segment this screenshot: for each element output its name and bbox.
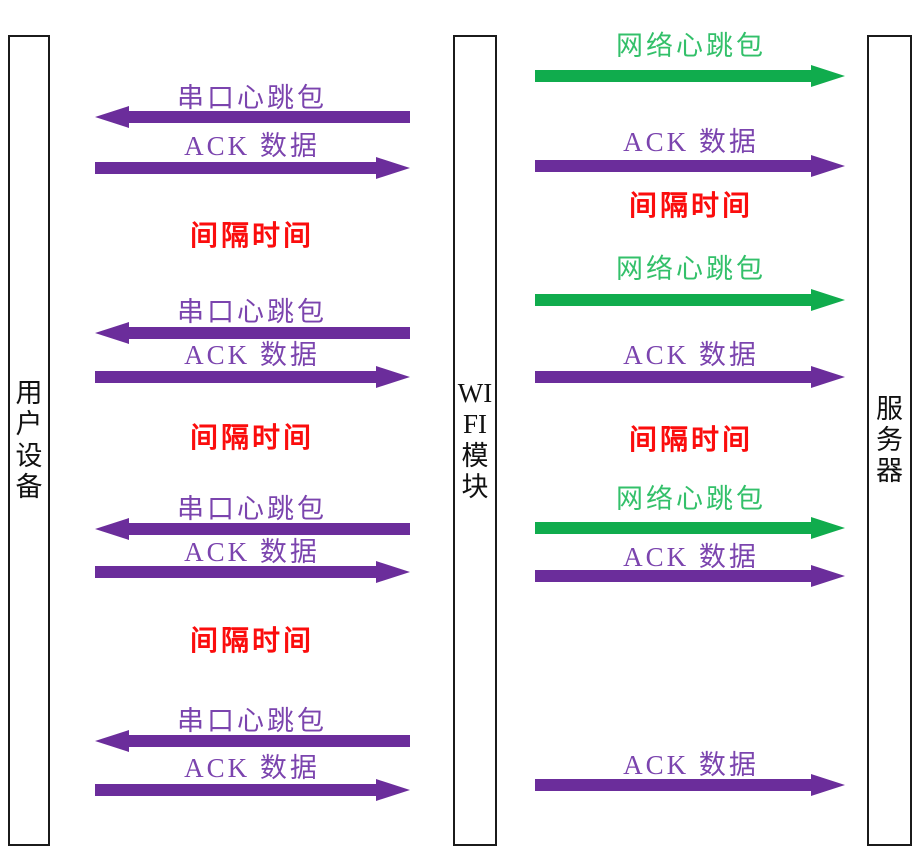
message-arrow-right	[535, 774, 845, 796]
arrowhead-icon	[376, 157, 410, 179]
interval-time-label: 间隔时间	[628, 425, 754, 456]
arrowhead-icon	[376, 779, 410, 801]
arrowhead-icon	[811, 366, 845, 388]
message-arrow-right	[535, 517, 845, 539]
interval-time-label: 间隔时间	[189, 626, 315, 657]
message-arrow-left	[95, 518, 410, 540]
arrow-shaft	[123, 735, 410, 747]
arrowhead-icon	[376, 561, 410, 583]
arrowhead-icon	[95, 106, 129, 128]
message-arrow-right	[535, 366, 845, 388]
message-label: ACK 数据	[184, 537, 320, 567]
message-label: 串口心跳包	[177, 83, 327, 113]
message-arrow-right	[535, 65, 845, 87]
message-label: ACK 数据	[184, 131, 320, 161]
message-label: 串口心跳包	[177, 297, 327, 327]
message-label: ACK 数据	[623, 750, 759, 780]
interval-time-label: 间隔时间	[189, 423, 315, 454]
message-label: ACK 数据	[184, 753, 320, 783]
arrow-shaft	[535, 371, 817, 383]
arrow-shaft	[535, 160, 817, 172]
arrowhead-icon	[811, 774, 845, 796]
message-arrow-right	[535, 289, 845, 311]
user-device-label: 用户设备	[15, 377, 43, 502]
arrowhead-icon	[95, 730, 129, 752]
message-arrow-right	[95, 366, 410, 388]
arrow-shaft	[535, 294, 817, 306]
message-label: 网络心跳包	[616, 484, 766, 514]
message-arrow-right	[535, 565, 845, 587]
message-label: 网络心跳包	[616, 254, 766, 284]
message-arrow-right	[95, 779, 410, 801]
arrow-shaft	[535, 779, 817, 791]
interval-time-label: 间隔时间	[628, 191, 754, 222]
arrow-shaft	[123, 523, 410, 535]
message-arrow-right	[95, 561, 410, 583]
message-arrow-left	[95, 730, 410, 752]
arrowhead-icon	[95, 322, 129, 344]
message-label: 串口心跳包	[177, 494, 327, 524]
column-user-device: 用户设备	[8, 35, 50, 846]
arrowhead-icon	[95, 518, 129, 540]
arrowhead-icon	[811, 517, 845, 539]
message-label: ACK 数据	[623, 127, 759, 157]
arrowhead-icon	[811, 289, 845, 311]
arrow-shaft	[123, 111, 410, 123]
arrow-shaft	[95, 371, 382, 383]
message-label: 网络心跳包	[616, 31, 766, 61]
message-arrow-right	[95, 157, 410, 179]
arrow-shaft	[95, 566, 382, 578]
column-server: 服务器	[867, 35, 912, 846]
message-arrow-left	[95, 106, 410, 128]
message-label: ACK 数据	[623, 542, 759, 572]
arrowhead-icon	[811, 155, 845, 177]
arrow-shaft	[95, 784, 382, 796]
arrow-shaft	[535, 522, 817, 534]
arrow-shaft	[95, 162, 382, 174]
arrow-shaft	[123, 327, 410, 339]
arrow-shaft	[535, 70, 817, 82]
arrowhead-icon	[811, 65, 845, 87]
server-label: 服务器	[876, 393, 903, 487]
message-arrow-left	[95, 322, 410, 344]
message-label: ACK 数据	[623, 340, 759, 370]
arrowhead-icon	[376, 366, 410, 388]
arrow-shaft	[535, 570, 817, 582]
message-label: ACK 数据	[184, 340, 320, 370]
interval-time-label: 间隔时间	[189, 221, 315, 252]
message-label: 串口心跳包	[177, 706, 327, 736]
arrowhead-icon	[811, 565, 845, 587]
message-arrow-right	[535, 155, 845, 177]
